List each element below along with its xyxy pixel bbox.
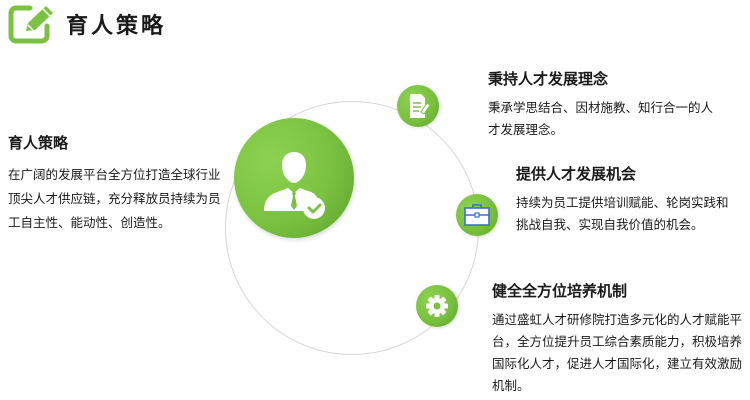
document-edit-icon xyxy=(410,94,431,118)
item-1: 秉持人才发展理念 秉承学思结合、因材施教、知行合一的人才发展理念。 xyxy=(488,68,713,141)
center-circle xyxy=(234,118,354,238)
item-3-circle xyxy=(416,285,458,327)
section-title: 育人策略 xyxy=(8,134,69,152)
item-text: 秉承学思结合、因材施教、知行合一的人才发展理念。 xyxy=(488,100,714,137)
item-2: 提供人才发展机会 持续为员工提供培训赋能、轮岗实践和挑战自我、实现自我价值的机会… xyxy=(516,163,738,236)
item-text: 通过盛虹人才研修院打造多元化的人才赋能平台，全方位提升员工综合素质能力，积极培养… xyxy=(492,312,743,393)
page-title: 育人策略 xyxy=(66,14,167,39)
briefcase-icon xyxy=(464,204,490,226)
edit-pencil-icon xyxy=(8,4,58,44)
section-text: 在广阔的发展平台全方位打造全球行业顶尖人才供应链，充分释放员持续为员工自主性、能… xyxy=(8,167,221,230)
item-text: 持续为员工提供培训赋能、轮岗实践和挑战自我、实现自我价值的机会。 xyxy=(516,195,729,232)
left-section: 育人策略 在广阔的发展平台全方位打造全球行业顶尖人才供应链，充分释放员持续为员工… xyxy=(8,132,228,235)
item-title: 秉持人才发展理念 xyxy=(488,70,609,88)
header: 育人策略 xyxy=(8,4,166,44)
item-1-circle xyxy=(397,85,439,127)
item-title: 提供人才发展机会 xyxy=(516,165,637,183)
item-3: 健全全方位培养机制 通过盛虹人才研修院打造多元化的人才赋能平台，全方位提升员工综… xyxy=(492,280,744,397)
item-title: 健全全方位培养机制 xyxy=(492,282,628,300)
businessman-check-icon xyxy=(264,152,325,219)
item-2-circle xyxy=(456,194,498,236)
gear-icon xyxy=(426,295,448,317)
